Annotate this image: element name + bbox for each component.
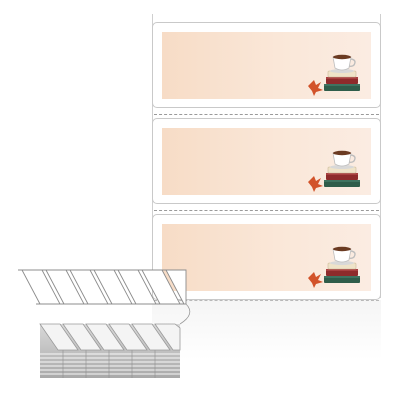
coffee-books-icon	[308, 246, 360, 288]
stack-lifted-sheet	[18, 269, 187, 305]
label-strip	[152, 14, 381, 301]
perforation-line	[154, 114, 379, 115]
autumn-leaf-icon	[308, 80, 323, 96]
autumn-leaf-icon	[308, 272, 323, 288]
autumn-leaf-icon	[308, 176, 323, 192]
label-artwork	[162, 128, 371, 195]
stack-top-tabs	[39, 323, 181, 351]
label-artwork	[162, 32, 371, 99]
label-card	[152, 118, 381, 204]
label-artwork	[162, 224, 371, 291]
coffee-books-icon	[308, 150, 360, 192]
coffee-books-icon	[308, 54, 360, 96]
label-card	[152, 22, 381, 108]
perforation-line	[154, 210, 379, 211]
label-card	[152, 214, 381, 300]
perforation-line	[154, 300, 379, 301]
fanfold-stack-illustration	[18, 269, 191, 378]
strip-reflection	[152, 300, 381, 360]
